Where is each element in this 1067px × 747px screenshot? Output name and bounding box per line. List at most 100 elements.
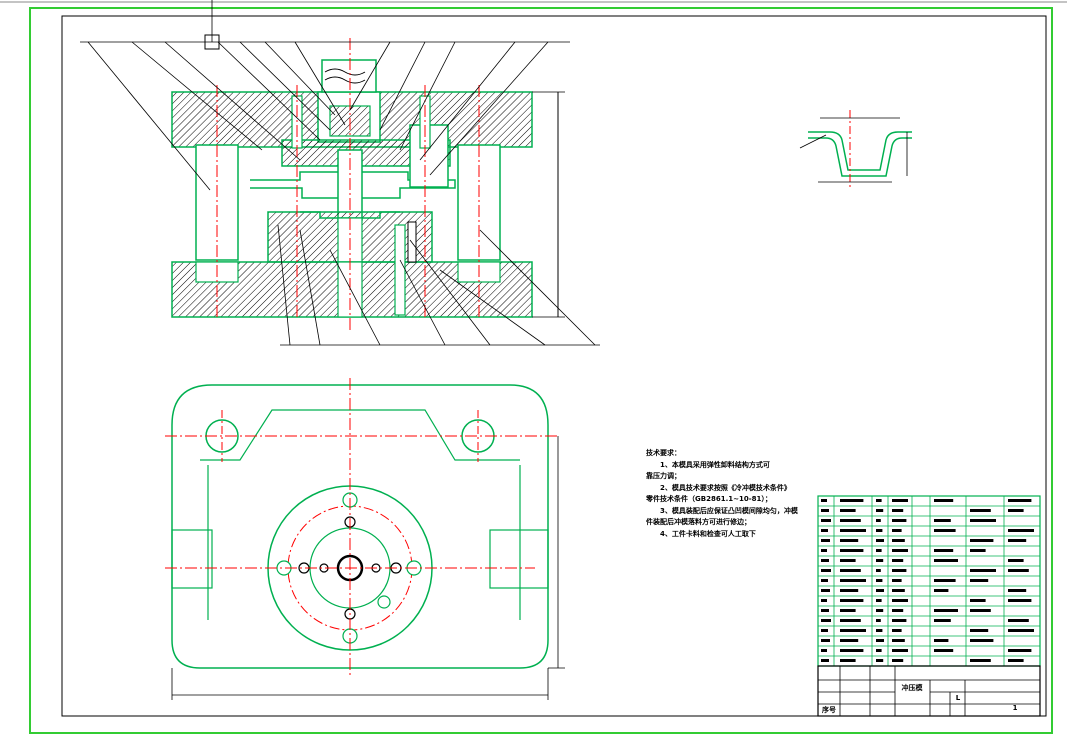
parts-list-entry [840,519,861,522]
parts-list-entry [892,639,905,642]
parts-list-entry [892,619,907,622]
parts-list-entry [970,509,991,512]
sheet-outer-border [29,7,1053,734]
parts-list-entry [876,529,883,532]
parts-list-entry [876,639,884,642]
parts-list-entry [876,579,883,582]
weight-label: L [956,694,961,702]
parts-list-entry [892,519,907,522]
parts-list-entry [1008,589,1027,592]
part-detail [799,110,912,190]
part-name: 冲压模 [902,683,924,692]
parts-list-entry [1008,629,1034,632]
parts-list-entry [840,509,856,512]
parts-list-entry [892,569,907,572]
notes-line-7: 4、工件卡料和检查可人工取下 [660,529,756,538]
parts-list-entry [840,529,866,532]
plan-view [165,378,565,700]
parts-list-entry [892,589,905,592]
parts-list-entry [892,649,908,652]
parts-list-entry [821,629,828,632]
parts-list-entry [840,639,859,642]
leader-lines-bottom [277,224,600,346]
parts-list-entry [876,599,882,602]
parts-list-entry [934,529,956,532]
parts-list-entry [840,549,864,552]
parts-list-entry [821,649,827,652]
parts-list-entry [1008,649,1032,652]
parts-list-entry [892,559,904,562]
parts-list-entry [876,659,884,662]
parts-list-entry [970,519,996,522]
parts-list-entry [934,609,958,612]
notes-line-4: 零件技术条件（GB2861.1~10-81）； [646,495,772,503]
parts-list-entry [1008,599,1032,602]
parts-list-entry [970,599,986,602]
parts-list-entry [840,659,856,662]
parts-list-entry [821,589,830,592]
parts-list-entry [876,559,884,562]
parts-list-entry [821,509,829,512]
parts-list-entry [970,569,996,572]
parts-list-entry [892,659,904,662]
parts-list-entry [970,579,989,582]
lower-plate-outline [171,384,549,669]
parts-list-entry [892,509,904,512]
parts-list-entry [821,549,827,552]
parts-list-entry [876,499,882,502]
parts-list-entry [821,619,831,622]
parts-list-entry [876,549,882,552]
parts-list-entry [892,599,908,602]
notes-line-2: 靠压力调； [646,472,681,480]
parts-list-entry [1008,559,1024,562]
notes-line-1: 1、本模具采用弹性卸料结构方式可 [660,460,770,469]
shank [321,59,377,93]
parts-list [817,495,1041,667]
parts-list-entry [876,569,881,572]
parts-list-entry [1008,529,1034,532]
parts-list-entry [840,579,866,582]
parts-list-entry [1008,569,1029,572]
parts-list-entry [1008,509,1024,512]
notes-heading: 技术要求： [646,449,681,457]
parts-list-entry [821,539,830,542]
parts-list-entry [840,609,856,612]
parts-list-entry [970,639,994,642]
notes-line-5: 3、模具装配后应保证凸凹模间隙均匀，冲模 [660,506,798,515]
quantity: 1 [1013,704,1018,712]
parts-list-entry [934,619,951,622]
guide-post-left [195,144,239,261]
parts-list-entry [892,629,902,632]
parts-list-entry [892,549,908,552]
parts-list-entry [934,589,949,592]
technical-notes: 技术要求： 1、本模具采用弹性卸料结构方式可 靠压力调； 2、模具技术要求按照《… [646,448,816,540]
parts-list-entry [934,499,954,502]
parts-list-entry [1008,499,1032,502]
parts-list-entry [934,559,958,562]
row-label-first: 序号 [821,705,836,714]
parts-list-entry [840,629,866,632]
parts-list-entry [840,559,856,562]
parts-list-entry [840,619,861,622]
parts-list-entry [892,579,902,582]
section-view [171,38,565,330]
parts-list-entry [970,659,991,662]
guide-post-right [457,144,501,261]
parts-list-entry [840,649,864,652]
parts-list-entry [934,519,951,522]
parts-list-entry [876,619,881,622]
notes-line-3: 2、模具技术要求按照《冷冲模技术条件》 [660,483,791,492]
parts-list-entry [840,599,864,602]
parts-list-entry [934,579,956,582]
parts-list-entry [1008,619,1029,622]
parts-list-entry [821,529,828,532]
parts-list-entry [1008,539,1027,542]
parts-list-entry [840,539,859,542]
parts-list-entry [970,539,994,542]
parts-list-entry [892,539,905,542]
parts-list-entry [970,629,989,632]
parts-list-entry [892,499,908,502]
parts-list-entry [821,559,829,562]
parts-list-entry [934,649,954,652]
